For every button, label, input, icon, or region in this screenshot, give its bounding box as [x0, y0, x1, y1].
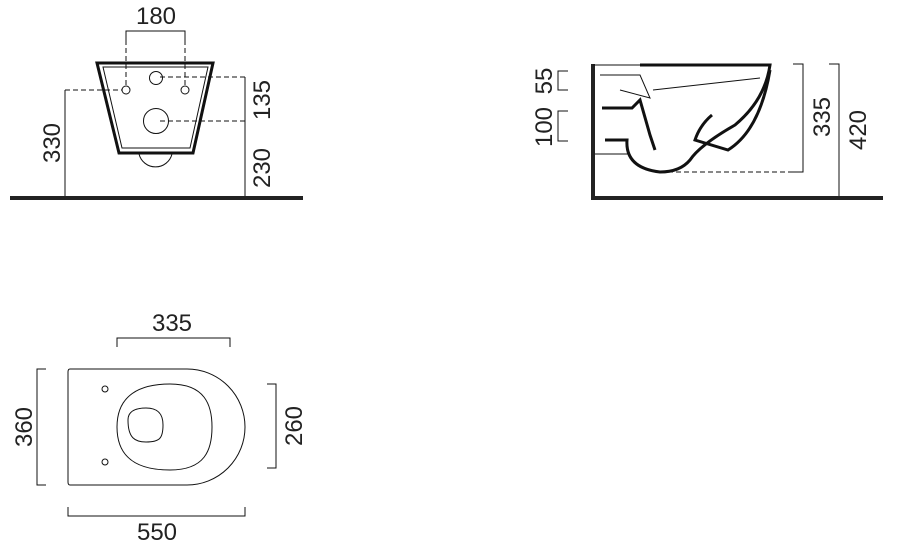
- bowl-outline: [95, 61, 215, 155]
- water-inlet-hole: [149, 71, 163, 85]
- dim-135-label: 135: [249, 80, 276, 120]
- dim-230-label: 230: [249, 148, 276, 188]
- front-view: 180 330 135 230: [10, 3, 303, 200]
- dim-550-label: 550: [137, 519, 177, 546]
- dim-100-label: 100: [531, 107, 558, 147]
- dim-180-label: 180: [136, 3, 176, 30]
- fixing-hole-left: [121, 85, 131, 95]
- dim-260-label: 260: [281, 406, 308, 446]
- dim-335-label: 335: [809, 97, 836, 137]
- dim-420-label: 420: [845, 110, 872, 150]
- dim-360-bracket: [36, 368, 46, 486]
- waste-opening: [127, 407, 164, 443]
- bowl-inner-outline: [102, 66, 209, 149]
- dim-100-bracket: [557, 110, 568, 142]
- side-profile: [602, 63, 772, 174]
- top-outline: [67, 368, 246, 486]
- top-view: 335 360 260 550: [11, 310, 308, 546]
- dim-55-bracket: [557, 70, 568, 91]
- dim-260-bracket: [267, 383, 277, 469]
- side-profile-front: [693, 69, 772, 152]
- dim-335-bracket: [116, 337, 231, 347]
- dim-420-line: [829, 63, 840, 196]
- dim-335-bracket: [793, 63, 804, 173]
- fixing-hole-right: [180, 85, 190, 95]
- seat-hole: [101, 385, 109, 393]
- seat-hole: [101, 458, 109, 466]
- bowl-bottom: [138, 153, 173, 168]
- dim-360-label: 360: [11, 407, 38, 447]
- dim-550-bracket: [67, 507, 246, 517]
- inlet-detail: [600, 74, 761, 99]
- dim-330-label: 330: [39, 123, 66, 163]
- dim-180-bracket: [125, 30, 186, 40]
- dim-55-label: 55: [531, 68, 558, 95]
- dim-335-label: 335: [152, 310, 192, 337]
- bowl-opening: [116, 383, 213, 471]
- side-view: 55 100 335 420: [531, 63, 883, 200]
